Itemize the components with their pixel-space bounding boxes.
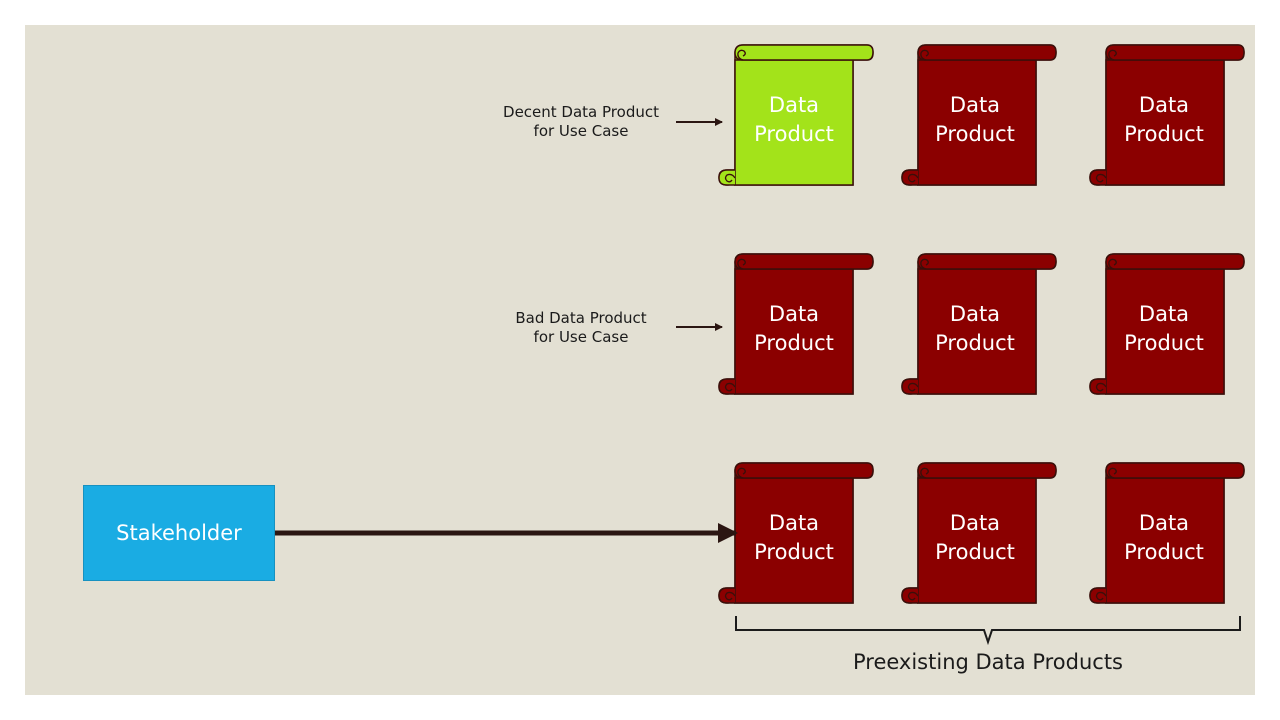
side-label-bad-line1: Bad Data Product [515, 309, 647, 327]
scroll-label-line1: Data [949, 93, 1001, 117]
scroll-top-curl [920, 258, 929, 270]
scroll-bad-1 [718, 253, 874, 395]
scroll-label-line1: Data [1138, 302, 1190, 326]
scroll-label-line2: Product [935, 122, 1015, 146]
scroll-bottom-roll [718, 587, 735, 604]
scroll-sheet [734, 477, 854, 604]
scroll-bottom-roll [718, 378, 735, 395]
scroll-label-line1: Data [1138, 511, 1190, 535]
scroll-bottom-curl [907, 173, 919, 183]
scroll-label-line1: Data [949, 511, 1001, 535]
scroll-label-line2: Product [1124, 122, 1204, 146]
scroll-label-line1: Data [768, 511, 820, 535]
scroll-label-line1: Data [768, 302, 820, 326]
scroll-bottom-roll [1089, 169, 1106, 186]
scroll-top-curl [737, 467, 746, 479]
scroll-bottom-curl [907, 382, 919, 392]
scroll-sheet [917, 59, 1037, 186]
scroll-label-line1: Data [768, 93, 820, 117]
scroll-top-curl [920, 49, 929, 61]
scroll-sheet [1105, 268, 1225, 395]
scroll-bottom-curl [724, 173, 736, 183]
scroll-top-roll [734, 253, 874, 270]
scroll-sheet [734, 268, 854, 395]
scroll-top-curl [1108, 467, 1117, 479]
scroll-bottom-curl [1095, 382, 1107, 392]
bracket-label: Preexisting Data Products [852, 650, 1124, 674]
scroll-top-curl [1108, 49, 1117, 61]
scroll-bottom-roll [1089, 378, 1106, 395]
scroll-bad-3 [1089, 253, 1245, 395]
scroll-label-line2: Product [754, 122, 834, 146]
scroll-top-roll [734, 462, 874, 479]
scroll-top-roll [917, 462, 1057, 479]
scroll-top-roll [734, 44, 874, 61]
scroll-bottom-roll [1089, 587, 1106, 604]
scroll-label-line1: Data [1138, 93, 1190, 117]
side-label-bad: Bad Data Product for Use Case [515, 309, 646, 347]
scroll-stakeholder-1 [718, 462, 874, 604]
scroll-sheet [1105, 477, 1225, 604]
scroll-stakeholder-3 [1089, 462, 1245, 604]
scroll-sheet [734, 59, 854, 186]
scroll-label-line2: Product [1124, 331, 1204, 355]
scroll-top-roll [1105, 44, 1245, 61]
scroll-bottom-curl [1095, 591, 1107, 601]
scroll-bottom-curl [724, 382, 736, 392]
scroll-bottom-roll [901, 587, 918, 604]
scroll-sheet [917, 268, 1037, 395]
scroll-decent-2 [901, 44, 1057, 186]
scroll-bottom-roll [718, 169, 735, 186]
scroll-bottom-roll [901, 378, 918, 395]
stakeholder-label: Stakeholder [116, 521, 242, 545]
stakeholder-box: Stakeholder [83, 485, 275, 581]
side-label-decent-line2: for Use Case [533, 122, 629, 140]
scroll-label-line2: Product [754, 540, 834, 564]
scroll-label-line2: Product [935, 331, 1015, 355]
scroll-decent-3 [1089, 44, 1245, 186]
slide-canvas [25, 25, 1255, 695]
scroll-bottom-roll [901, 169, 918, 186]
scroll-label-line2: Product [754, 331, 834, 355]
scroll-sheet [917, 477, 1037, 604]
scroll-bad-2 [901, 253, 1057, 395]
scroll-top-roll [1105, 253, 1245, 270]
scroll-top-roll [917, 44, 1057, 61]
side-label-decent: Decent Data Product for Use Case [503, 103, 659, 141]
scroll-top-curl [737, 49, 746, 61]
side-label-decent-line1: Decent Data Product [503, 103, 659, 121]
scroll-label-line2: Product [1124, 540, 1204, 564]
scroll-label-line1: Data [949, 302, 1001, 326]
scroll-decent-1 [718, 44, 874, 186]
scroll-label-line2: Product [935, 540, 1015, 564]
scroll-bottom-curl [907, 591, 919, 601]
scroll-top-curl [737, 258, 746, 270]
scroll-bottom-curl [1095, 173, 1107, 183]
side-label-bad-line2: for Use Case [533, 328, 629, 346]
scroll-top-curl [920, 467, 929, 479]
scroll-top-roll [917, 253, 1057, 270]
scroll-stakeholder-2 [901, 462, 1057, 604]
scroll-top-curl [1108, 258, 1117, 270]
scroll-top-roll [1105, 462, 1245, 479]
scroll-bottom-curl [724, 591, 736, 601]
